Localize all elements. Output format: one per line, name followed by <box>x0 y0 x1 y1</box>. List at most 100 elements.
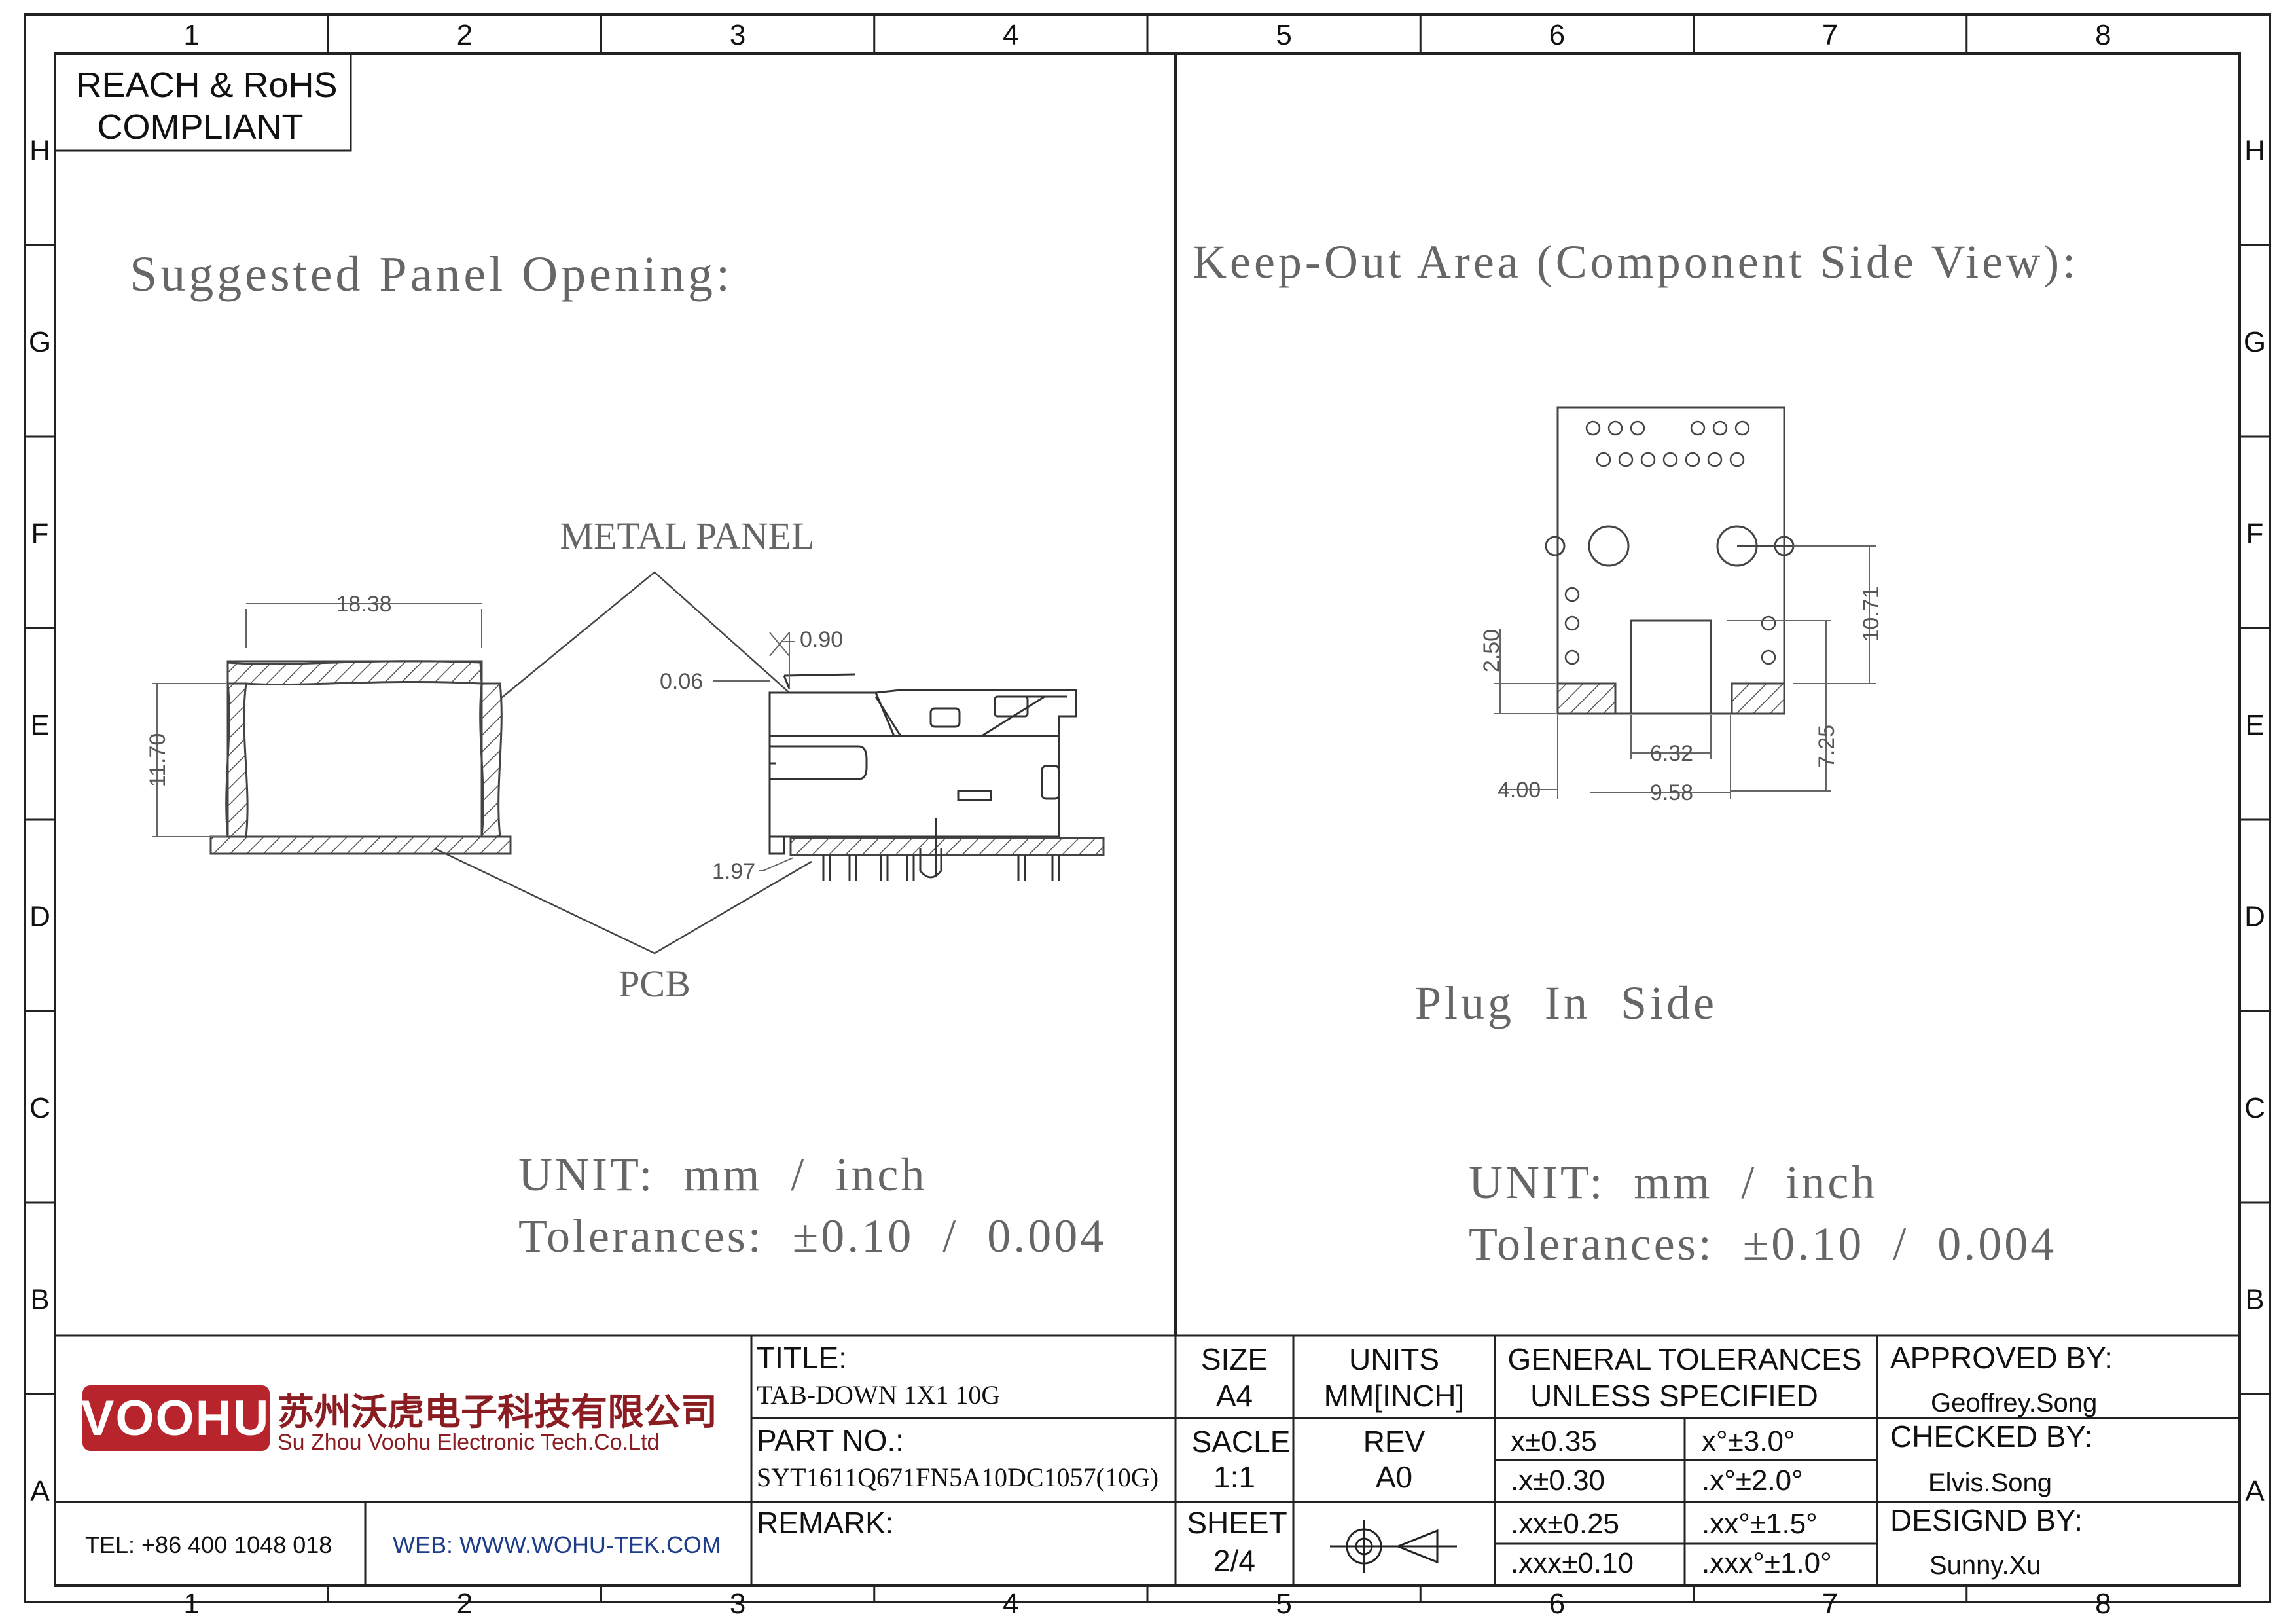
zone-column-label: 5 <box>1276 1588 1291 1620</box>
zone-row-label: G <box>29 326 51 358</box>
footprint-hole <box>1564 649 1580 665</box>
zone-column-label: 2 <box>457 19 473 51</box>
zone-column-label: 1 <box>183 19 199 51</box>
zone-column-label: 7 <box>1822 1588 1838 1620</box>
keep-out-hatch-left <box>1556 682 1617 715</box>
pcb-label: PCB <box>619 962 691 1005</box>
remark-label: REMARK: <box>757 1506 894 1540</box>
dim-d5-label: 4.00 <box>1498 778 1541 803</box>
zone-column-label: 1 <box>183 1588 199 1620</box>
metal-panel-leader <box>501 571 790 699</box>
dim-d6-label: 9.58 <box>1650 780 1693 805</box>
footprint-holes <box>1564 420 1776 665</box>
tolerance-cell: .xx°±1.5° <box>1702 1508 1818 1540</box>
company-name-cn: 苏州沃虎电子科技有限公司 <box>278 1391 717 1432</box>
footprint-hole <box>1596 452 1611 467</box>
plug-in-side-label: Plug In Side <box>1415 977 1717 1029</box>
left-view-title: Suggested Panel Opening: <box>130 247 733 302</box>
tolerance-cell: .x°±2.0° <box>1702 1465 1803 1497</box>
zone-row-label: E <box>30 709 49 741</box>
pcb-right <box>789 837 1105 856</box>
zone-row-label: E <box>2245 709 2264 741</box>
footprint-hole <box>1564 587 1580 602</box>
tolerance-cell: .xxx°±1.0° <box>1702 1547 1832 1579</box>
right-unit-note: UNIT: mm / inch <box>1469 1156 1877 1209</box>
footprint-hole <box>1640 452 1656 467</box>
zone-column-label: 4 <box>1003 1588 1018 1620</box>
zone-ticks <box>25 14 2270 1602</box>
title-block: VOOHU 苏州沃虎电子科技有限公司 Su Zhou Voohu Electro… <box>55 1334 2240 1586</box>
footprint-hole <box>1630 420 1645 436</box>
tolerance-cell: x°±3.0° <box>1702 1425 1795 1457</box>
tolerance-cell: .x±0.30 <box>1511 1465 1605 1497</box>
zone-column-label: 2 <box>457 1588 473 1620</box>
approved-value: Geoffrey.Song <box>1931 1389 2097 1417</box>
footprint-hole <box>1707 452 1723 467</box>
footprint-hole <box>1729 452 1745 467</box>
keep-out-footprint <box>1545 406 1795 715</box>
zone-row-label: H <box>29 134 50 166</box>
sheet-label: SHEET <box>1187 1506 1287 1540</box>
right-tolerance-note: Tolerances: ±0.10 / 0.004 <box>1469 1218 2056 1270</box>
zone-column-label: 6 <box>1549 1588 1565 1620</box>
footprint-hole <box>1690 420 1706 436</box>
dim-d3-label: 6.32 <box>1650 741 1693 766</box>
right-view: Keep-Out Area (Component Side View): 2.5… <box>1193 236 2079 1270</box>
zone-column-label: 5 <box>1276 19 1291 51</box>
tolerance-cell: .xx±0.25 <box>1511 1508 1619 1540</box>
sheet-value: 2/4 <box>1213 1544 1255 1578</box>
checked-value: Elvis.Song <box>1928 1468 2052 1497</box>
dim-offset-label: 0.06 <box>660 669 703 694</box>
compliance-line2: COMPLIANT <box>97 107 303 147</box>
web-text: WEB: WWW.WOHU-TEK.COM <box>393 1531 721 1558</box>
title-label: TITLE: <box>757 1341 847 1375</box>
zone-row-label: F <box>2246 517 2264 549</box>
dim-d4-label: 7.25 <box>1814 725 1839 768</box>
pcb-left <box>209 835 512 855</box>
left-view: Suggested Panel Opening: 18.38 11.70 MET… <box>130 247 1105 1262</box>
units-value: MM[INCH] <box>1324 1379 1465 1413</box>
title-value: TAB-DOWN 1X1 10G <box>757 1380 1000 1410</box>
footprint-hole <box>1685 452 1700 467</box>
zone-column-label: 4 <box>1003 19 1018 51</box>
left-unit-note: UNIT: mm / inch <box>518 1148 927 1201</box>
footprint-hole <box>1734 420 1750 436</box>
dim-width-label: 18.38 <box>336 592 391 617</box>
rev-label: REV <box>1363 1425 1426 1459</box>
zone-row-label: H <box>2244 134 2265 166</box>
zone-column-label: 8 <box>2095 1588 2111 1620</box>
general-tolerances-line2: UNLESS SPECIFIED <box>1530 1379 1818 1413</box>
footprint-hole <box>1607 420 1623 436</box>
connector-pins <box>822 818 1060 881</box>
tel-text: TEL: +86 400 1048 018 <box>85 1531 332 1558</box>
footprint-hole <box>1564 615 1580 631</box>
voohu-logo: VOOHU <box>81 1385 270 1451</box>
pcb-leader <box>434 847 812 955</box>
keep-out-hatch-right <box>1731 682 1785 715</box>
tolerance-grid: x±0.35 x°±3.0° .x±0.30 .x°±2.0° .xx±0.25 .xx°… <box>1511 1425 1832 1579</box>
zone-column-label: 3 <box>730 1588 745 1620</box>
zone-row-label: D <box>2244 900 2265 932</box>
logo-text: VOOHU <box>81 1391 270 1446</box>
dim-pcb-offset-label: 1.97 <box>712 859 755 884</box>
right-view-title: Keep-Out Area (Component Side View): <box>1193 236 2079 288</box>
design-label: DESIGND BY: <box>1890 1503 2083 1537</box>
panel-hatch-right <box>479 682 503 838</box>
dim-d1-label: 2.50 <box>1479 629 1504 672</box>
dim-gap-label: 0.90 <box>800 627 843 652</box>
zone-row-label: F <box>31 517 49 549</box>
zone-row-label: A <box>2245 1475 2265 1507</box>
tolerance-cell: x±0.35 <box>1511 1425 1597 1457</box>
footprint-hole <box>1662 452 1678 467</box>
rev-value: A0 <box>1376 1460 1412 1494</box>
company-name-en: Su Zhou Voohu Electronic Tech.Co.Ltd <box>278 1430 659 1455</box>
footprint-hole <box>1712 420 1728 436</box>
metal-panel-label: METAL PANEL <box>560 515 814 557</box>
panel-hatch-left <box>225 682 249 838</box>
panel-opening-outline <box>226 660 483 837</box>
connector-side-view <box>768 673 1077 855</box>
part-label: PART NO.: <box>757 1423 904 1457</box>
zone-row-label: G <box>2244 326 2266 358</box>
